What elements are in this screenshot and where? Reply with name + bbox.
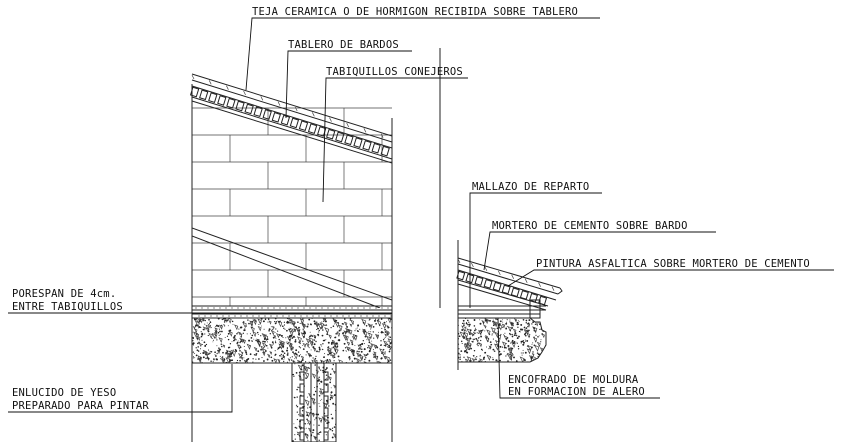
label-pintura: PINTURA ASFALTICA SOBRE MORTERO DE CEMEN… — [536, 258, 810, 270]
roof-layers-left — [189, 73, 393, 164]
eave-moulding — [457, 317, 547, 363]
label-encofrado-line1: ENCOFRADO DE MOLDURA — [508, 374, 639, 386]
label-encofrado-line2: EN FORMACION DE ALERO — [508, 386, 645, 398]
label-porespan-line1: PORESPAN DE 4cm. — [12, 288, 116, 300]
label-mortero: MORTERO DE CEMENTO SOBRE BARDO — [492, 220, 688, 232]
porespan-layer — [192, 305, 392, 319]
label-tablero: TABLERO DE BARDOS — [288, 39, 399, 51]
label-enlucido-line1: ENLUCIDO DE YESO — [12, 387, 116, 399]
lower-column — [291, 362, 337, 442]
label-teja: TEJA CERAMICA O DE HORMIGON RECIBIDA SOB… — [252, 6, 578, 18]
label-mallazo: MALLAZO DE REPARTO — [472, 181, 589, 193]
roof-layers-right — [456, 257, 563, 319]
label-tabiquillos: TABIQUILLOS CONEJEROS — [326, 66, 463, 78]
label-porespan-line2: ENTRE TABIQUILLOS — [12, 301, 123, 313]
brick-wall — [192, 107, 392, 308]
leader-lines — [8, 17, 834, 413]
label-enlucido-line2: PREPARADO PARA PINTAR — [12, 400, 149, 412]
concrete-slab — [191, 317, 393, 364]
